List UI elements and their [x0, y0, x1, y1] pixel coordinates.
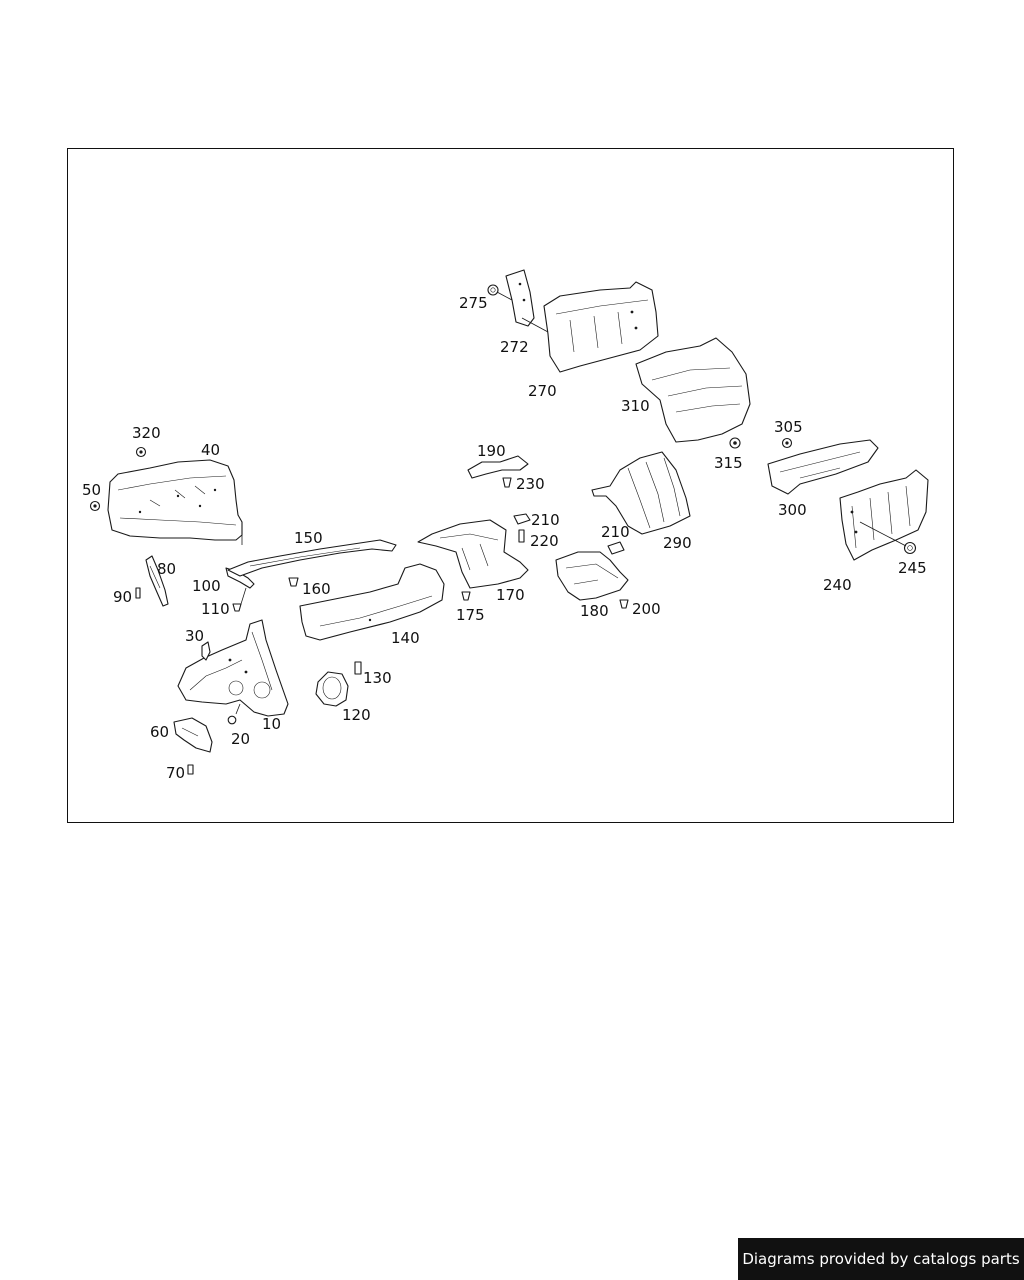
label-60: 60 [150, 723, 169, 741]
part-230-bolt [502, 477, 512, 488]
label-200: 200 [632, 600, 661, 618]
part-315-nut [729, 437, 741, 449]
label-272: 272 [500, 338, 529, 356]
part-70-bolt [187, 764, 194, 775]
label-90: 90 [113, 588, 132, 606]
label-20: 20 [231, 730, 250, 748]
part-220-bolt [518, 529, 525, 543]
label-315: 315 [714, 454, 743, 472]
leader-lines [235, 291, 907, 715]
part-210-clip-center [513, 513, 531, 525]
label-140: 140 [391, 629, 420, 647]
part-310-muffler-shield [635, 337, 751, 443]
label-230: 230 [516, 475, 545, 493]
label-30: 30 [185, 627, 204, 645]
part-200-clip [619, 599, 629, 609]
part-210-clip-right [607, 541, 625, 555]
part-20-bolt [227, 715, 237, 725]
label-10: 10 [262, 715, 281, 733]
footer-credit: Diagrams provided by catalogs parts [738, 1238, 1024, 1280]
label-290: 290 [663, 534, 692, 552]
callout-labels: 10 20 30 40 50 60 70 80 90 100 110 120 1… [82, 294, 927, 782]
label-210-center: 210 [531, 511, 560, 529]
label-190: 190 [477, 442, 506, 460]
label-160: 160 [302, 580, 331, 598]
label-50: 50 [82, 481, 101, 499]
part-290-shield [591, 451, 691, 535]
part-30-bracket [201, 641, 211, 661]
part-140-lower-shield [299, 563, 445, 641]
part-160-clip [288, 577, 299, 587]
label-150: 150 [294, 529, 323, 547]
part-240-rear-shield [839, 469, 929, 561]
part-90-bolt [135, 587, 141, 599]
part-275-nut [487, 284, 499, 296]
label-180: 180 [580, 602, 609, 620]
part-272-bracket [505, 269, 535, 327]
part-120-boot [315, 671, 349, 707]
label-270: 270 [528, 382, 557, 400]
part-50-nut [89, 500, 101, 512]
label-275: 275 [459, 294, 488, 312]
label-305: 305 [774, 418, 803, 436]
part-80-bracket [145, 555, 169, 607]
part-150-strip [227, 539, 397, 577]
label-245: 245 [898, 559, 927, 577]
part-190-bracket [467, 455, 529, 479]
label-170: 170 [496, 586, 525, 604]
part-180-shield [555, 551, 629, 601]
part-60-shield [173, 717, 213, 753]
part-40-heat-shield [107, 459, 243, 545]
part-270-rear-shield [543, 281, 659, 373]
part-170-tunnel-shield [417, 519, 529, 589]
label-210-right: 210 [601, 523, 630, 541]
diagram-frame [67, 148, 954, 823]
part-175-clip [461, 591, 471, 601]
part-110-clip [232, 603, 242, 612]
label-70: 70 [166, 764, 185, 782]
label-80: 80 [157, 560, 176, 578]
part-130-bolt [354, 661, 362, 675]
part-300-shield [767, 439, 879, 495]
part-245-nut [903, 541, 917, 555]
label-310: 310 [621, 397, 650, 415]
part-305-nut [781, 437, 793, 449]
label-40: 40 [201, 441, 220, 459]
label-120: 120 [342, 706, 371, 724]
part-10-manifold-shield [177, 619, 289, 717]
label-130: 130 [363, 669, 392, 687]
part-320-nut [135, 446, 147, 458]
label-300: 300 [778, 501, 807, 519]
label-240: 240 [823, 576, 852, 594]
label-175: 175 [456, 606, 485, 624]
label-110: 110 [201, 600, 230, 618]
label-100: 100 [192, 577, 221, 595]
label-320: 320 [132, 424, 161, 442]
label-220: 220 [530, 532, 559, 550]
